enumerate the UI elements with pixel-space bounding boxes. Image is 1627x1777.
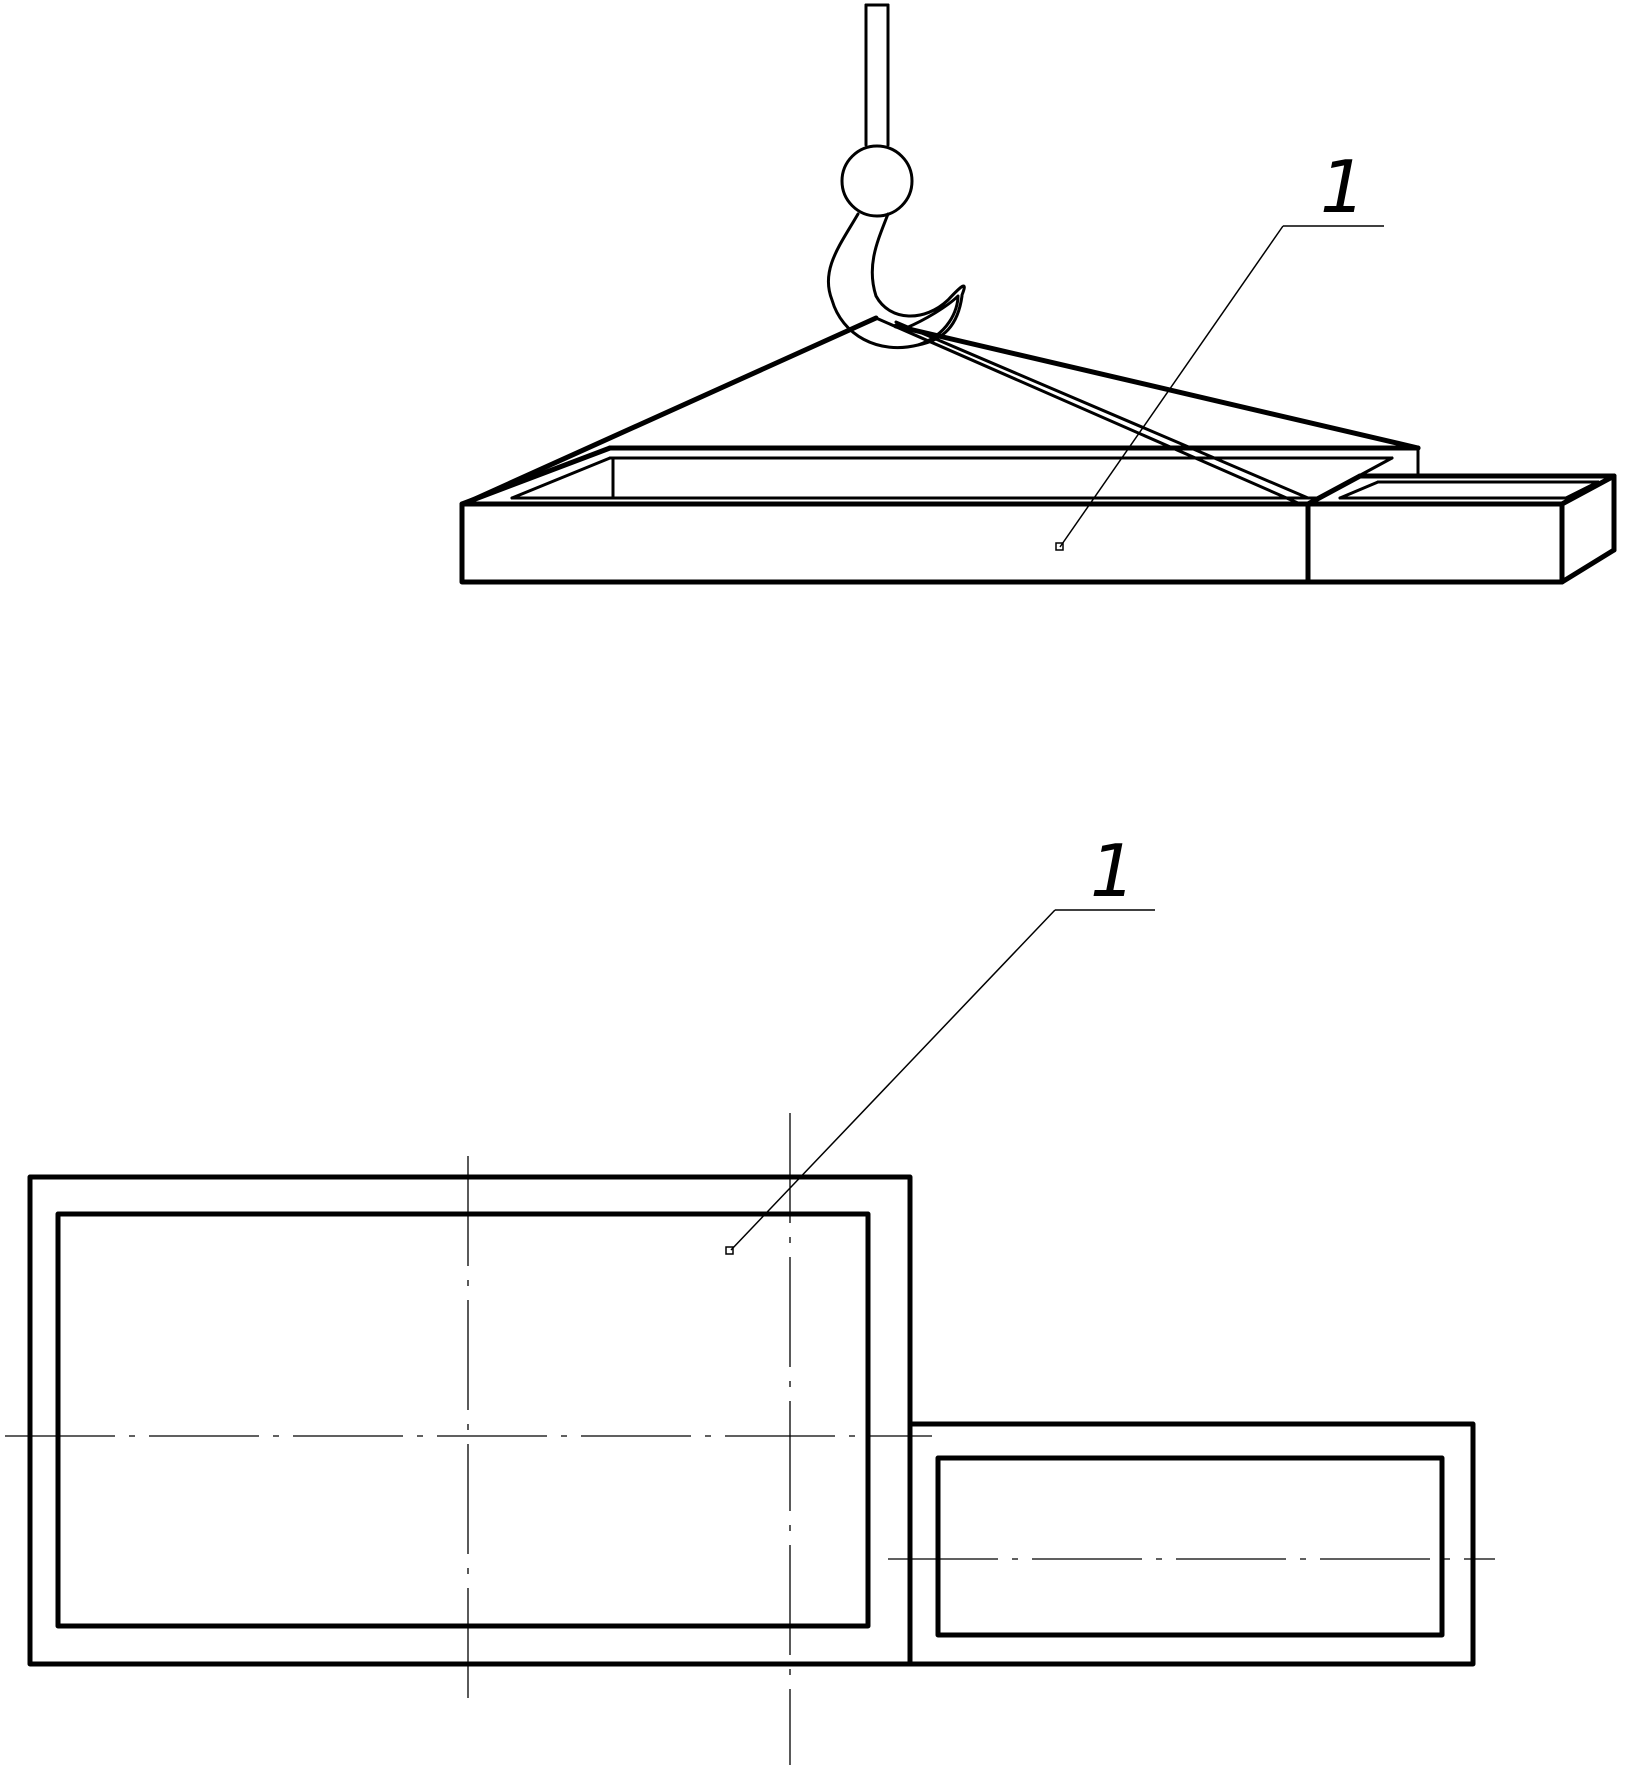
hook-swivel-ball <box>840 144 914 218</box>
sling-ropes <box>463 315 1421 506</box>
callout-number-top: 1 <box>1320 145 1366 229</box>
hook-tip <box>916 294 964 347</box>
large-frame-plan <box>27 1174 913 1667</box>
crane-hook <box>826 212 966 350</box>
callout-number-plan: 1 <box>1090 829 1136 913</box>
small-frame-plan <box>907 1421 1476 1667</box>
lifting-view: 1 <box>459 3 1617 585</box>
callout-1-plan: 1 <box>725 829 1155 1255</box>
hook-shank <box>864 3 890 147</box>
large-frame-3d <box>459 445 1421 585</box>
center-lines <box>5 1113 1495 1765</box>
callout-1-top: 1 <box>1055 145 1384 551</box>
plan-view: 1 <box>5 829 1495 1765</box>
small-frame-3d <box>1305 473 1617 585</box>
